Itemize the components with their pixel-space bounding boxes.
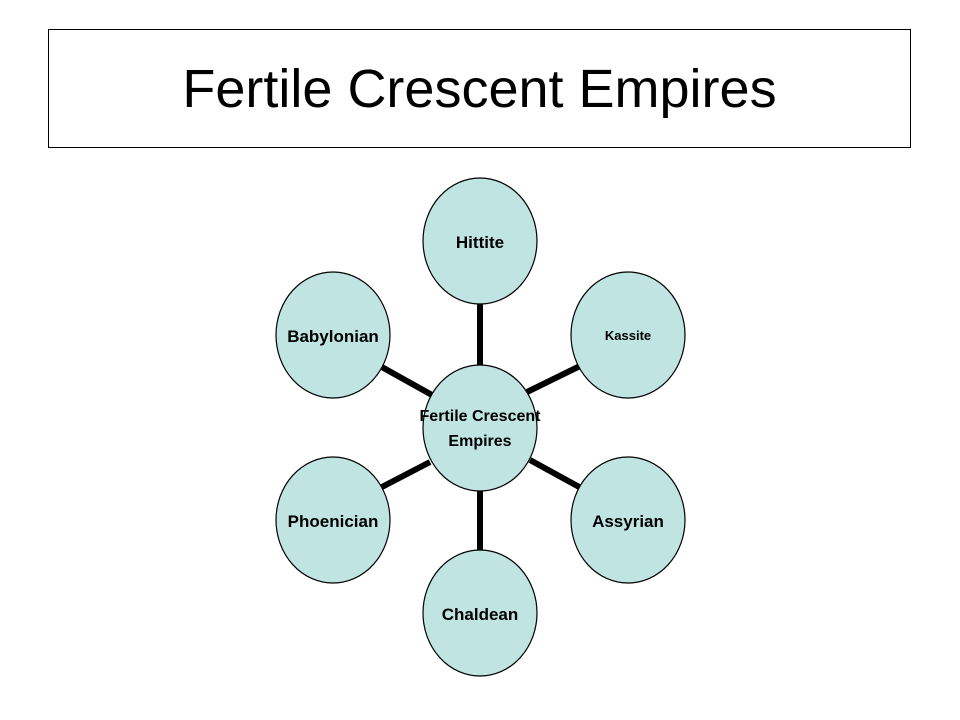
center-node: Fertile Crescent Empires (420, 364, 542, 492)
node-kassite: Kassite (570, 271, 686, 399)
connector-babylonian (378, 363, 434, 398)
page-title: Fertile Crescent Empires (182, 58, 777, 119)
node-phoenician-shape (275, 456, 391, 584)
connector-phoenician (378, 459, 432, 491)
node-assyrian-label: Assyrian (592, 512, 664, 531)
node-babylonian-label: Babylonian (287, 327, 379, 346)
center-node-shape (422, 364, 538, 492)
node-assyrian: Assyrian (570, 456, 686, 584)
node-babylonian-shape (275, 271, 391, 399)
node-chaldean-shape (422, 549, 538, 677)
center-node-label-line1: Fertile Crescent (420, 408, 542, 425)
node-hittite: Hittite (422, 177, 538, 305)
node-phoenician: Phoenician (275, 456, 391, 584)
center-node-label-line2: Empires (448, 433, 511, 450)
connector-assyrian (528, 457, 583, 491)
node-chaldean: Chaldean (422, 549, 538, 677)
node-babylonian: Babylonian (275, 271, 391, 399)
node-hittite-shape (422, 177, 538, 305)
node-kassite-shape (570, 271, 686, 399)
node-chaldean-label: Chaldean (442, 605, 519, 624)
node-phoenician-label: Phoenician (288, 512, 379, 531)
node-hittite-label: Hittite (456, 233, 504, 252)
connectors (378, 302, 583, 552)
title-box: Fertile Crescent Empires (48, 29, 911, 148)
node-assyrian-shape (570, 456, 686, 584)
connector-kassite (525, 363, 582, 395)
node-kassite-label: Kassite (605, 328, 651, 343)
